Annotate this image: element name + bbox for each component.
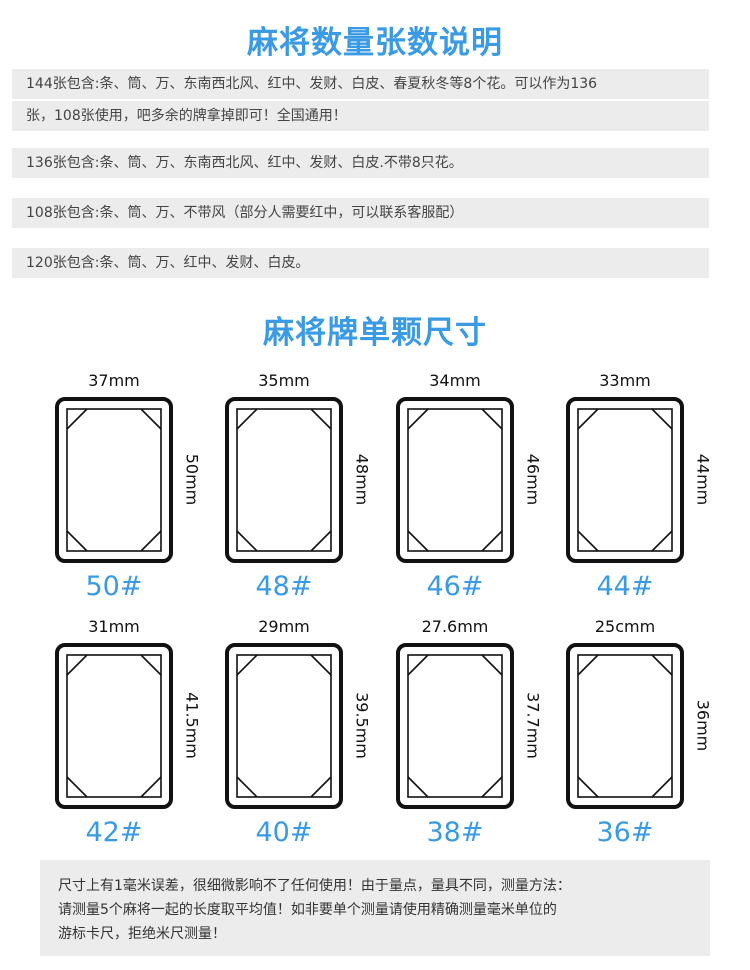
mahjong-tile-outline	[396, 397, 514, 563]
tile-height-label: 48mm	[352, 453, 372, 506]
tile-inner-frame	[236, 408, 332, 552]
tile-inner-frame	[577, 408, 673, 552]
info-line-120: 120张包含:条、筒、万、红中、发财、白皮。	[12, 248, 709, 278]
tile-height-label: 36mm	[693, 699, 713, 752]
tile-height-label: 41.5mm	[182, 692, 202, 759]
size-section-title: 麻将牌单颗尺寸	[263, 315, 487, 351]
tile-inner-frame	[407, 408, 503, 552]
count-section-title: 麻将数量张数说明	[247, 25, 503, 61]
tile-height-label: 46mm	[523, 453, 543, 506]
mahjong-tile-outline	[396, 643, 514, 809]
mahjong-tile-outline	[225, 397, 343, 563]
info-line-136: 136张包含:条、筒、万、东南西北风、红中、发财、白皮.不带8只花。	[12, 148, 709, 178]
note-line-1: 尺寸上有1毫米误差，很细微影响不了任何使用！由于量点，量具不同，测量方法：	[58, 878, 571, 894]
tile-width-label: 29mm	[258, 617, 310, 636]
info-line-144-a: 144张包含:条、筒、万、东南西北风、红中、发财、白皮、春夏秋冬等8个花。可以作…	[12, 69, 709, 99]
tile-inner-frame	[236, 654, 332, 798]
tile-inner-frame	[66, 408, 162, 552]
tile-size-code: 48#	[255, 571, 313, 602]
tile-inner-frame	[577, 654, 673, 798]
mahjong-tile-outline	[55, 643, 173, 809]
tile-size-code: 44#	[596, 571, 654, 602]
tile-height-label: 44mm	[693, 453, 713, 506]
info-line-108: 108张包含:条、筒、万、不带风（部分人需要红中，可以联系客服配）	[12, 198, 709, 228]
tile-width-label: 31mm	[88, 617, 140, 636]
mahjong-tile-outline	[225, 643, 343, 809]
tile-height-label: 37.7mm	[523, 692, 543, 759]
tile-height-label: 39.5mm	[352, 692, 372, 759]
tile-size-code: 42#	[85, 817, 143, 848]
tile-width-label: 33mm	[599, 371, 651, 390]
note-line-2: 请测量5个麻将一起的长度取平均值！如非要单个测量请使用精确测量毫米单位的	[58, 902, 557, 918]
tile-width-label: 25cmm	[594, 617, 656, 636]
tile-width-label: 35mm	[258, 371, 310, 390]
tile-inner-frame	[66, 654, 162, 798]
tile-size-code: 46#	[426, 571, 484, 602]
measurement-note: 尺寸上有1毫米误差，很细微影响不了任何使用！由于量点，量具不同，测量方法： 请测…	[40, 860, 710, 956]
tile-height-label: 50mm	[182, 453, 202, 506]
tile-size-code: 36#	[596, 817, 654, 848]
tile-width-label: 37mm	[88, 371, 140, 390]
mahjong-tile-outline	[566, 643, 684, 809]
tile-width-label: 34mm	[429, 371, 481, 390]
mahjong-tile-outline	[566, 397, 684, 563]
mahjong-tile-outline	[55, 397, 173, 563]
tile-width-label: 27.6mm	[421, 617, 489, 636]
tile-size-code: 50#	[85, 571, 143, 602]
info-line-144-b: 张，108张使用，吧多余的牌拿掉即可！全国通用！	[12, 101, 709, 131]
tile-size-code: 38#	[426, 817, 484, 848]
tile-size-code: 40#	[255, 817, 313, 848]
note-line-3: 游标卡尺，拒绝米尺测量！	[58, 926, 226, 942]
tile-inner-frame	[407, 654, 503, 798]
